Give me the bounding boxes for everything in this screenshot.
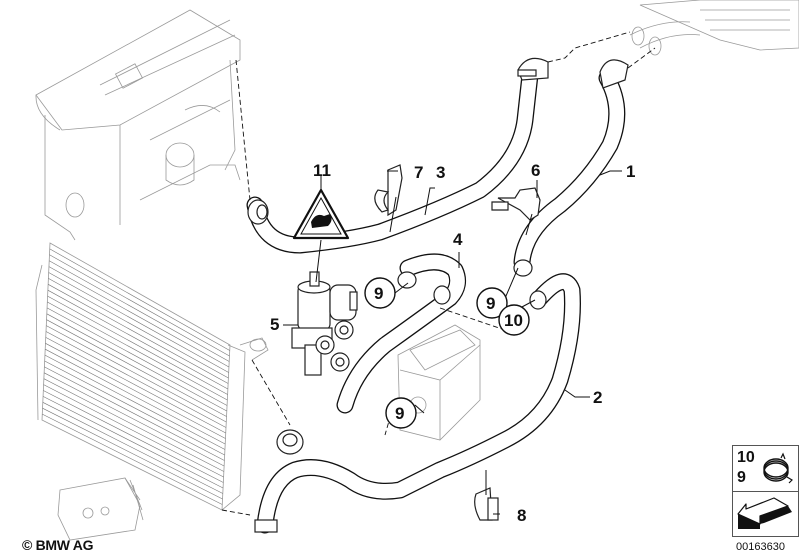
legend-box: 10 9 bbox=[732, 445, 799, 537]
hose-1 bbox=[513, 59, 629, 277]
callout-11[interactable]: 11 bbox=[313, 161, 331, 180]
legend-number-9: 9 bbox=[737, 469, 746, 486]
radiator-fin bbox=[43, 390, 224, 483]
radiator-fin bbox=[46, 313, 227, 412]
radiator-fin bbox=[47, 284, 229, 384]
callout-10[interactable]: 10 bbox=[504, 311, 523, 330]
callout-9b[interactable]: 9 bbox=[486, 294, 495, 313]
auxiliary-water-pump bbox=[291, 271, 358, 376]
hose-3 bbox=[246, 57, 549, 254]
radiator-fin bbox=[48, 272, 229, 373]
radiator-fin bbox=[47, 289, 229, 390]
clip-7 bbox=[374, 164, 403, 217]
radiator-fin bbox=[46, 307, 228, 406]
radiator-fin bbox=[46, 325, 227, 423]
engine-block bbox=[35, 9, 241, 241]
radiator-fin bbox=[46, 319, 227, 417]
radiator-fin bbox=[42, 407, 223, 500]
callout-4[interactable]: 4 bbox=[453, 230, 463, 249]
radiator-fin bbox=[45, 343, 226, 439]
warning-label-11 bbox=[292, 188, 350, 240]
radiator-fin bbox=[43, 372, 225, 467]
radiator-fin bbox=[45, 348, 226, 445]
radiator-fin bbox=[44, 360, 225, 456]
callout-1[interactable]: 1 bbox=[626, 162, 635, 181]
hose-2 bbox=[254, 273, 581, 534]
callout-2[interactable]: 2 bbox=[593, 388, 602, 407]
radiator-fin bbox=[44, 354, 226, 450]
radiator-fin bbox=[43, 384, 224, 478]
radiator-fin bbox=[42, 402, 223, 494]
callout-8[interactable]: 8 bbox=[517, 506, 526, 525]
hose-clamp-icon bbox=[763, 452, 793, 484]
clip-6 bbox=[491, 187, 541, 221]
callout-7[interactable]: 7 bbox=[414, 163, 423, 182]
radiator-fin bbox=[49, 260, 230, 362]
callouts: 1 2 3 4 5 6 7 8 11 9 9 10 9 bbox=[270, 161, 635, 525]
radiator-fin bbox=[47, 295, 228, 395]
callout-9a[interactable]: 9 bbox=[374, 284, 383, 303]
radiator bbox=[35, 242, 269, 511]
radiator-fin bbox=[48, 266, 230, 368]
callout-9c[interactable]: 9 bbox=[395, 404, 404, 423]
radiator-fin bbox=[48, 278, 229, 379]
control-unit bbox=[397, 324, 481, 441]
legend-clamp-section: 10 9 bbox=[733, 446, 798, 492]
callout-5[interactable]: 5 bbox=[270, 315, 279, 334]
radiator-fin bbox=[42, 413, 223, 505]
direction-arrow-icon bbox=[737, 497, 792, 529]
hose-4 bbox=[336, 253, 467, 414]
oil-cooler bbox=[57, 477, 144, 541]
diagram-code: 00163630 bbox=[736, 541, 785, 553]
engine-connector bbox=[247, 199, 269, 225]
radiator-fin bbox=[45, 331, 227, 428]
copyright-label: © BMW AG bbox=[22, 537, 94, 553]
radiator-fin bbox=[44, 366, 225, 461]
clip-8 bbox=[474, 487, 499, 521]
radiator-fin bbox=[42, 396, 224, 489]
radiator-fin bbox=[49, 254, 230, 357]
heater-core bbox=[629, 0, 799, 56]
callout-3[interactable]: 3 bbox=[436, 163, 445, 182]
radiator-fin bbox=[45, 337, 226, 434]
legend-number-10: 10 bbox=[737, 449, 755, 466]
radiator-fin bbox=[43, 378, 225, 472]
radiator-fin bbox=[47, 301, 228, 401]
radiator-fin bbox=[49, 248, 230, 351]
callout-6[interactable]: 6 bbox=[531, 161, 540, 180]
